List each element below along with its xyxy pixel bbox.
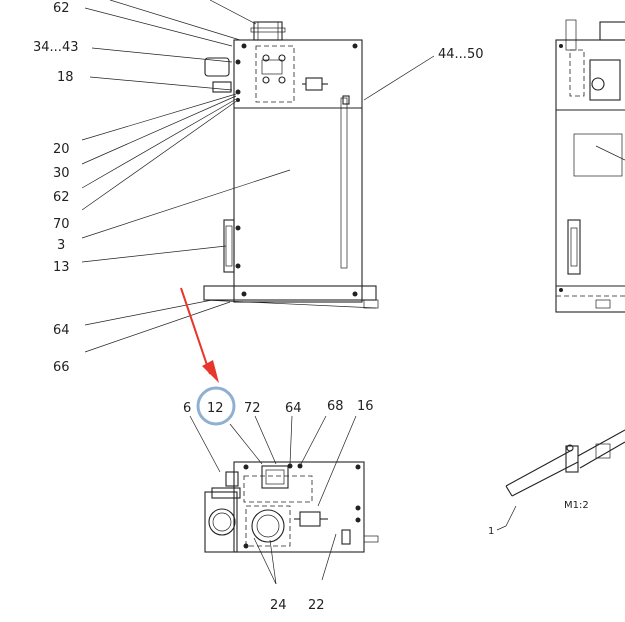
level-tube xyxy=(340,97,348,269)
label-13: 13 xyxy=(53,260,70,275)
label-34-43: 34...43 xyxy=(33,40,78,55)
highlight-annotation xyxy=(180,287,236,426)
label-72: 72 xyxy=(244,401,261,416)
red-arrow-head xyxy=(202,360,219,383)
label-12: 12 xyxy=(207,401,224,416)
detail-view: M1:2 1 xyxy=(488,429,625,537)
label-22: 22 xyxy=(308,598,325,613)
label-62: 62 xyxy=(53,190,70,205)
red-arrow-line xyxy=(180,287,211,375)
valve-block xyxy=(204,57,230,77)
side-view xyxy=(203,21,379,309)
label-18: 18 xyxy=(57,70,74,85)
top-view-labels: 6 12 72 64 68 16 24 22 xyxy=(183,399,374,613)
label-6: 6 xyxy=(183,401,191,416)
label-64-top-view: 64 xyxy=(285,401,302,416)
label-70: 70 xyxy=(53,217,70,232)
label-68: 68 xyxy=(327,399,344,414)
label-30: 30 xyxy=(53,166,70,181)
label-24: 24 xyxy=(270,598,287,613)
filter-element xyxy=(208,508,236,536)
side-view-leaders xyxy=(81,0,435,353)
blue-highlight-circle xyxy=(196,386,236,426)
label-66: 66 xyxy=(53,360,70,375)
top-view xyxy=(204,461,379,553)
right-partial-view xyxy=(555,19,625,313)
top-view-plate xyxy=(233,461,365,553)
filler-cap xyxy=(253,21,283,41)
tank-body xyxy=(233,39,363,303)
detail-scale-label: M1:2 xyxy=(564,500,589,511)
component-72 xyxy=(261,465,289,489)
label-3: 3 xyxy=(57,238,65,253)
round-port-24 xyxy=(251,509,285,543)
label-1: 1 xyxy=(488,526,494,537)
label-44-50: 44...50 xyxy=(438,47,483,62)
label-20: 20 xyxy=(53,142,70,157)
label-62-top: 62 xyxy=(53,1,70,16)
top-view-leaders xyxy=(189,415,357,585)
base-frame xyxy=(203,285,377,301)
label-16: 16 xyxy=(357,399,374,414)
side-view-labels: 62 34...43 18 20 30 62 70 3 13 64 66 44.… xyxy=(33,1,483,375)
label-64: 64 xyxy=(53,323,70,338)
